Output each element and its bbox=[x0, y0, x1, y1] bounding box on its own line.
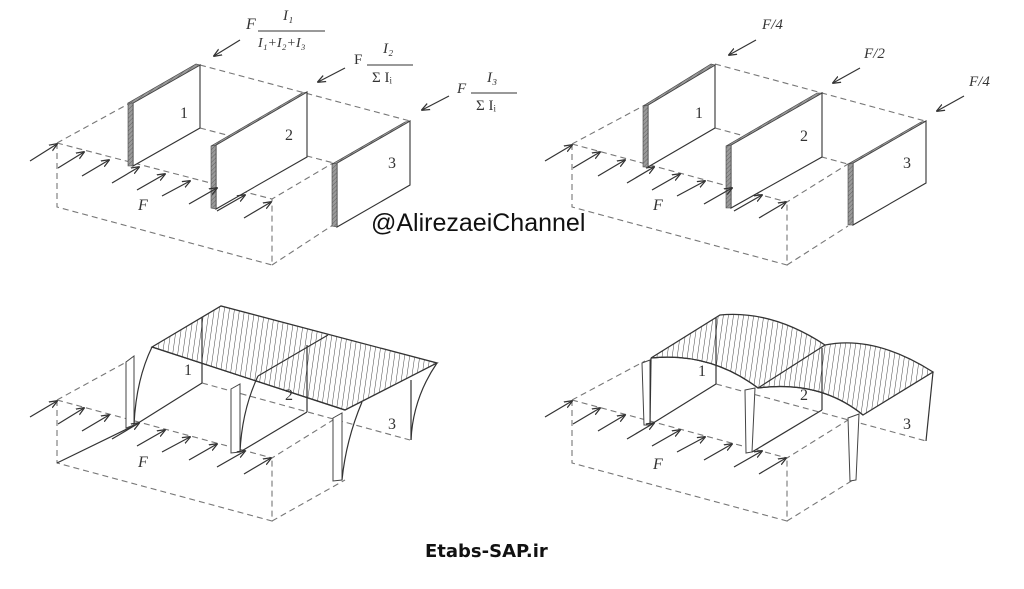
wall-2 bbox=[210, 91, 308, 210]
wall-label-3: 3 bbox=[388, 416, 396, 433]
svg-text:I₂: I₂ bbox=[382, 41, 393, 57]
wall-label-1: 1 bbox=[184, 362, 192, 379]
svg-text:I₁: I₁ bbox=[282, 8, 293, 24]
force-label-wall-1: F/4 bbox=[729, 17, 783, 55]
lateral-load-arrows bbox=[544, 401, 786, 475]
diagram-bottom-left: 1 2 3 F bbox=[29, 305, 439, 522]
lateral-load-arrows bbox=[29, 144, 271, 219]
wall-label-2: 2 bbox=[800, 128, 808, 145]
column-3 bbox=[332, 401, 363, 482]
roof-diaphragm bbox=[150, 305, 439, 411]
wall-3 bbox=[331, 120, 411, 228]
wall-label-2: 2 bbox=[285, 127, 293, 144]
load-label-F: F bbox=[137, 454, 148, 471]
lateral-load-arrows bbox=[544, 145, 786, 219]
wall-label-1: 1 bbox=[180, 105, 188, 122]
load-label-F: F bbox=[137, 197, 148, 214]
lateral-load-arrows bbox=[29, 401, 271, 475]
wall-1 bbox=[642, 63, 716, 168]
wall-2 bbox=[725, 92, 824, 209]
force-label-wall-1: F I₁ I₁+I₂+I₃ bbox=[214, 8, 325, 56]
wall-3 bbox=[847, 120, 927, 226]
svg-text:F: F bbox=[354, 52, 362, 68]
column-1 bbox=[641, 357, 652, 426]
svg-text:F: F bbox=[456, 81, 467, 97]
svg-text:F: F bbox=[245, 16, 256, 33]
column-2 bbox=[230, 375, 259, 454]
wall-label-2: 2 bbox=[285, 387, 293, 404]
diagram-top-right: 1 2 3 F F/4 F/2 F/4 bbox=[544, 17, 990, 266]
watermark-channel: @AlirezaeiChannel bbox=[371, 209, 586, 237]
column-1 bbox=[125, 346, 153, 429]
svg-text:I₃: I₃ bbox=[486, 70, 497, 86]
load-label-F: F bbox=[652, 456, 663, 473]
svg-text:Σ Iᵢ: Σ Iᵢ bbox=[372, 70, 392, 86]
force-label-wall-2: F I₂ Σ Iᵢ bbox=[318, 41, 413, 86]
svg-text:I₁+I₂+I₃: I₁+I₂+I₃ bbox=[257, 36, 306, 51]
load-label-F: F bbox=[652, 197, 663, 214]
column-3 bbox=[847, 413, 860, 482]
wall-label-2: 2 bbox=[800, 387, 808, 404]
force-label-wall-2: F/2 bbox=[833, 46, 885, 83]
svg-text:F/2: F/2 bbox=[863, 46, 885, 62]
diagram-bottom-right: 1 2 3 F bbox=[544, 313, 935, 522]
svg-text:F/4: F/4 bbox=[761, 17, 783, 33]
roof-diaphragm bbox=[650, 313, 935, 416]
diagram-top-left: 1 2 3 F F I₁ I₁+I₂+I₃ F I₂ Σ Iᵢ F I₃ Σ I… bbox=[29, 8, 517, 266]
wall-label-3: 3 bbox=[903, 416, 911, 433]
wall-label-3: 3 bbox=[388, 155, 396, 172]
force-label-wall-3: F I₃ Σ Iᵢ bbox=[422, 70, 517, 114]
force-label-wall-3: F/4 bbox=[937, 74, 990, 111]
wall-label-1: 1 bbox=[698, 363, 706, 380]
svg-text:F/4: F/4 bbox=[968, 74, 990, 90]
wall-label-3: 3 bbox=[903, 155, 911, 172]
footer-site-label: Etabs-SAP.ir bbox=[425, 541, 548, 562]
column-2 bbox=[744, 387, 756, 454]
wall-label-1: 1 bbox=[695, 105, 703, 122]
wall-1 bbox=[126, 63, 201, 167]
svg-text:Σ Iᵢ: Σ Iᵢ bbox=[476, 98, 496, 114]
